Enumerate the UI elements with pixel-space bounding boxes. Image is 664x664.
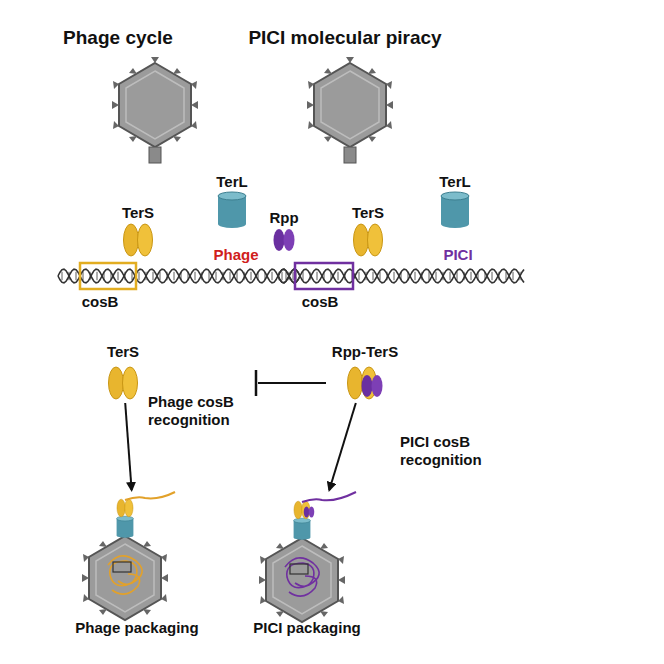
arrow bbox=[125, 403, 131, 490]
dna-rung bbox=[492, 272, 493, 280]
dna-rung bbox=[373, 272, 374, 280]
dna-rung bbox=[258, 272, 259, 280]
dna-rung bbox=[174, 272, 175, 280]
dna-rung bbox=[181, 272, 182, 280]
dna-rung bbox=[237, 272, 238, 280]
dna-rung bbox=[359, 272, 360, 280]
part-label: TerL bbox=[216, 173, 247, 190]
dna-rung bbox=[244, 272, 245, 280]
dna-rung bbox=[104, 272, 105, 280]
protein-complex: Rpp-TerS bbox=[319, 343, 411, 403]
arrow bbox=[329, 403, 356, 490]
dna-rung bbox=[450, 272, 451, 280]
dna-rung bbox=[265, 272, 266, 280]
dna-rung bbox=[216, 272, 217, 280]
part-label: PICI bbox=[443, 246, 472, 263]
part-label: TerS bbox=[352, 204, 384, 221]
column-heading: PICI molecular piracy bbox=[248, 27, 441, 49]
dna-rung bbox=[209, 272, 210, 280]
dna-rung bbox=[499, 272, 500, 280]
dna-rung bbox=[310, 272, 311, 280]
dna-rung bbox=[76, 272, 77, 280]
part-label: Phage bbox=[213, 246, 258, 263]
dna-rung bbox=[230, 272, 231, 280]
dna-rung bbox=[520, 272, 521, 280]
dna-rung bbox=[443, 272, 444, 280]
dna-rung bbox=[293, 272, 294, 280]
dna-rung bbox=[436, 272, 437, 280]
dna-rung bbox=[478, 272, 479, 280]
part-label: cosB bbox=[302, 293, 339, 310]
dna-rung bbox=[146, 272, 147, 280]
dna-rung bbox=[202, 272, 203, 280]
dna-rung bbox=[132, 272, 133, 280]
dna-rung bbox=[366, 272, 367, 280]
dna-rung bbox=[97, 272, 98, 280]
dna-rung bbox=[408, 272, 409, 280]
dna-rung bbox=[457, 272, 458, 280]
dna-rung bbox=[83, 272, 84, 280]
dna-rung bbox=[223, 272, 224, 280]
dna-rung bbox=[111, 272, 112, 280]
dna-rung bbox=[387, 272, 388, 280]
dna-rung bbox=[394, 272, 395, 280]
part-label: Rpp bbox=[269, 209, 298, 226]
dna-rung bbox=[282, 272, 283, 280]
dna-rung bbox=[125, 272, 126, 280]
dna-strand bbox=[58, 269, 300, 283]
edge-label: Phage cosB recognition bbox=[146, 392, 250, 430]
dna-rung bbox=[90, 272, 91, 280]
dna-rung bbox=[464, 272, 465, 280]
node-label: Phage packaging bbox=[59, 619, 215, 636]
edge-label: PICI cosB recognition bbox=[398, 432, 502, 470]
dna-rung bbox=[153, 272, 154, 280]
dna-rung bbox=[345, 272, 346, 280]
dna-rung bbox=[303, 272, 304, 280]
dna-rung bbox=[506, 272, 507, 280]
dna-rung bbox=[118, 272, 119, 280]
column-heading: Phage cycle bbox=[63, 27, 173, 49]
dna-rung bbox=[251, 272, 252, 280]
dna-rung bbox=[286, 272, 287, 280]
dna-rung bbox=[160, 272, 161, 280]
dna-rung bbox=[331, 272, 332, 280]
node-label: PICI packaging bbox=[229, 619, 385, 636]
node-label: Rpp-TerS bbox=[319, 343, 411, 360]
dna-rung bbox=[272, 272, 273, 280]
part-label: TerS bbox=[122, 204, 154, 221]
capsid-node: Phage packaging bbox=[59, 490, 215, 636]
dna-rung bbox=[139, 272, 140, 280]
dna-rung bbox=[415, 272, 416, 280]
dna-rung bbox=[167, 272, 168, 280]
capsid-node: PICI packaging bbox=[229, 490, 385, 636]
dna-rung bbox=[401, 272, 402, 280]
dna-rung bbox=[188, 272, 189, 280]
dna-rung bbox=[429, 272, 430, 280]
part-label: TerL bbox=[439, 173, 470, 190]
dna-strand bbox=[278, 269, 524, 283]
dna-rung bbox=[317, 272, 318, 280]
dna-rung bbox=[289, 272, 290, 280]
dna-rung bbox=[422, 272, 423, 280]
part-label: cosB bbox=[82, 293, 119, 310]
protein-complex: TerS bbox=[95, 343, 151, 403]
dna-rung bbox=[338, 272, 339, 280]
dna-strand bbox=[278, 269, 524, 283]
dna-rung bbox=[69, 272, 70, 280]
dna-rung bbox=[513, 272, 514, 280]
dna-rung bbox=[471, 272, 472, 280]
dna-strand bbox=[58, 269, 300, 283]
dna-rung bbox=[195, 272, 196, 280]
dna-rung bbox=[485, 272, 486, 280]
node-label: TerS bbox=[95, 343, 151, 360]
dna-rung bbox=[380, 272, 381, 280]
dna-rung bbox=[62, 272, 63, 280]
dna-rung bbox=[324, 272, 325, 280]
